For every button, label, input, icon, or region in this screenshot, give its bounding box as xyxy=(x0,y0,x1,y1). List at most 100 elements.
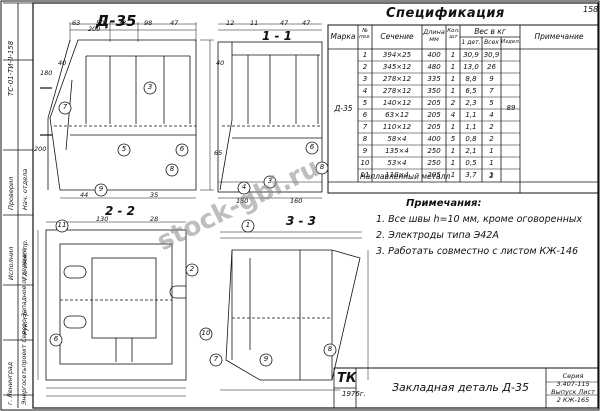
spec-title: Спецификация xyxy=(386,6,505,21)
section-2-2-label: 2 - 2 xyxy=(105,204,136,218)
stamp-code: ТС-01-ТИ-II-158 xyxy=(7,40,15,96)
stamp-role: Гл. инж. пр. xyxy=(21,239,29,280)
dimension-label: 65 xyxy=(214,149,223,157)
spec-cell-wall: 5 xyxy=(489,99,494,107)
spec-cell-sec: 58×4 xyxy=(387,135,407,143)
spec-total-weight: 89 xyxy=(506,104,516,112)
spec-cell-len: 250 xyxy=(427,147,441,155)
notes-block: Примечания: 1. Все швы h=10 мм, кроме ог… xyxy=(376,198,596,257)
dimension-label: 12 xyxy=(226,19,235,27)
spec-header-prim: Примечание xyxy=(534,32,584,41)
dimension-label: 40 xyxy=(216,59,225,67)
callout-number: 7 xyxy=(62,103,68,111)
dimension-label: 40 xyxy=(58,59,67,67)
callout-number: 9 xyxy=(98,185,104,193)
spec-cell-n: 10 xyxy=(360,159,370,167)
spec-cell-len: 205 xyxy=(427,99,441,107)
dimension-label: 50 xyxy=(96,19,105,27)
spec-header-num: № поз. xyxy=(359,28,371,40)
spec-cell-sec: 345×12 xyxy=(382,63,412,71)
callout-number: 9 xyxy=(263,355,269,363)
spec-cell-wall: 2 xyxy=(489,123,494,131)
dimension-label: 44 xyxy=(80,191,89,199)
drawing-title: Д-35 xyxy=(96,12,137,30)
spec-cell-len: 400 xyxy=(427,51,441,59)
dimension-label: 33 xyxy=(118,19,127,27)
spec-cell-n: 4 xyxy=(362,87,368,95)
spec-cell-qty: 4 xyxy=(450,111,456,119)
spec-cell-n: 11 xyxy=(360,171,370,179)
stamp-issue-values: 2 КЖ-165 xyxy=(556,396,590,405)
spec-cell-n: 9 xyxy=(362,147,368,155)
spec-cell-n: 2 xyxy=(362,63,368,71)
spec-cell-sec: 110×4 xyxy=(385,171,409,179)
dimension-label: 200 xyxy=(88,25,101,33)
spec-cell-qty: 1 xyxy=(450,75,456,83)
stamp-issue: Выпуск Лист xyxy=(551,388,595,397)
stamp-year: 1976г. xyxy=(342,390,366,398)
spec-cell-sec: 278×12 xyxy=(382,75,412,83)
note-item: 3. Работать совместно с листом КЖ-146 xyxy=(376,246,579,257)
spec-weld-label: Наплавленный металл xyxy=(360,172,451,181)
dimension-label: 63 xyxy=(72,19,81,27)
spec-weld-value: 2 xyxy=(489,172,494,180)
spec-cell-len: 400 xyxy=(427,135,441,143)
stamp-description: Закладная деталь Д-35 xyxy=(392,381,529,394)
spec-cell-wall: 26 xyxy=(487,63,496,71)
callout-number: 11 xyxy=(57,221,67,229)
dimension-label: 11 xyxy=(250,19,259,27)
spec-cell-wall: 2 xyxy=(489,135,494,143)
callout-number: 4 xyxy=(241,183,247,191)
spec-cell-qty: 1 xyxy=(450,159,456,167)
dimension-label: 200 xyxy=(34,145,47,153)
dimension-label: 160 xyxy=(290,197,303,205)
notes-heading: Примечания: xyxy=(406,198,482,209)
spec-cell-n: 3 xyxy=(362,75,368,83)
spec-cell-sec: 135×4 xyxy=(385,147,409,155)
spec-mark: Д-35 xyxy=(334,104,353,113)
callout-number: 10 xyxy=(201,329,211,337)
spec-header-ves-izd: Издел. xyxy=(501,39,521,45)
dimension-label: 28 xyxy=(150,215,159,223)
stamp-role: Нач. отдела xyxy=(21,168,29,210)
spec-cell-n: 8 xyxy=(362,135,368,143)
callout-number: 3 xyxy=(267,177,273,185)
spec-cell-len: 350 xyxy=(427,87,441,95)
spec-cell-wall: 4 xyxy=(489,111,494,119)
spec-cell-w1: 0,5 xyxy=(465,159,477,167)
stamp-series-number: 3.407-115 xyxy=(556,380,590,389)
spec-header-dlina: Длина мм xyxy=(423,28,445,43)
spec-cell-n: 6 xyxy=(362,111,368,119)
spec-cell-sec: 63×12 xyxy=(385,111,409,119)
callout-number: 5 xyxy=(121,145,127,153)
spec-cell-len: 480 xyxy=(427,63,441,71)
spec-cell-w1: 30,9 xyxy=(463,51,479,59)
spec-cell-n: 7 xyxy=(362,123,368,131)
dimension-label: 130 xyxy=(96,215,109,223)
callout-number: 8 xyxy=(169,165,175,173)
section-1-1-label: 1 - 1 xyxy=(262,29,293,43)
callout-number: 6 xyxy=(179,145,185,153)
spec-cell-w1: 6,5 xyxy=(465,87,477,95)
spec-cell-qty: 1 xyxy=(450,171,456,179)
spec-cell-sec: 394×25 xyxy=(382,51,412,59)
callout-number: 8 xyxy=(327,345,333,353)
spec-header-ves-all: Всех xyxy=(484,39,499,46)
spec-cell-qty: 1 xyxy=(450,87,456,95)
dimension-label: 47 xyxy=(280,19,289,27)
dimension-label: 98 xyxy=(144,19,153,27)
stamp-series: Серия xyxy=(562,372,584,380)
callout-number: 7 xyxy=(213,355,219,363)
stamp-city: г. Ленинград xyxy=(7,361,14,405)
spec-cell-w1: 1,1 xyxy=(465,123,477,131)
spec-cell-wall: 1 xyxy=(489,147,494,155)
spec-cell-qty: 1 xyxy=(450,147,456,155)
callout-number: 2 xyxy=(189,265,195,273)
spec-cell-len: 205 xyxy=(427,111,441,119)
callout-number: 1 xyxy=(245,221,251,229)
spec-header-ves-1: 1 дет. xyxy=(461,39,481,46)
spec-cell-len: 250 xyxy=(427,159,441,167)
spec-cell-w1: 13,0 xyxy=(463,63,479,71)
stamp-series-box: Серия 3.407-115 Выпуск Лист 2 КЖ-165 xyxy=(548,372,598,405)
